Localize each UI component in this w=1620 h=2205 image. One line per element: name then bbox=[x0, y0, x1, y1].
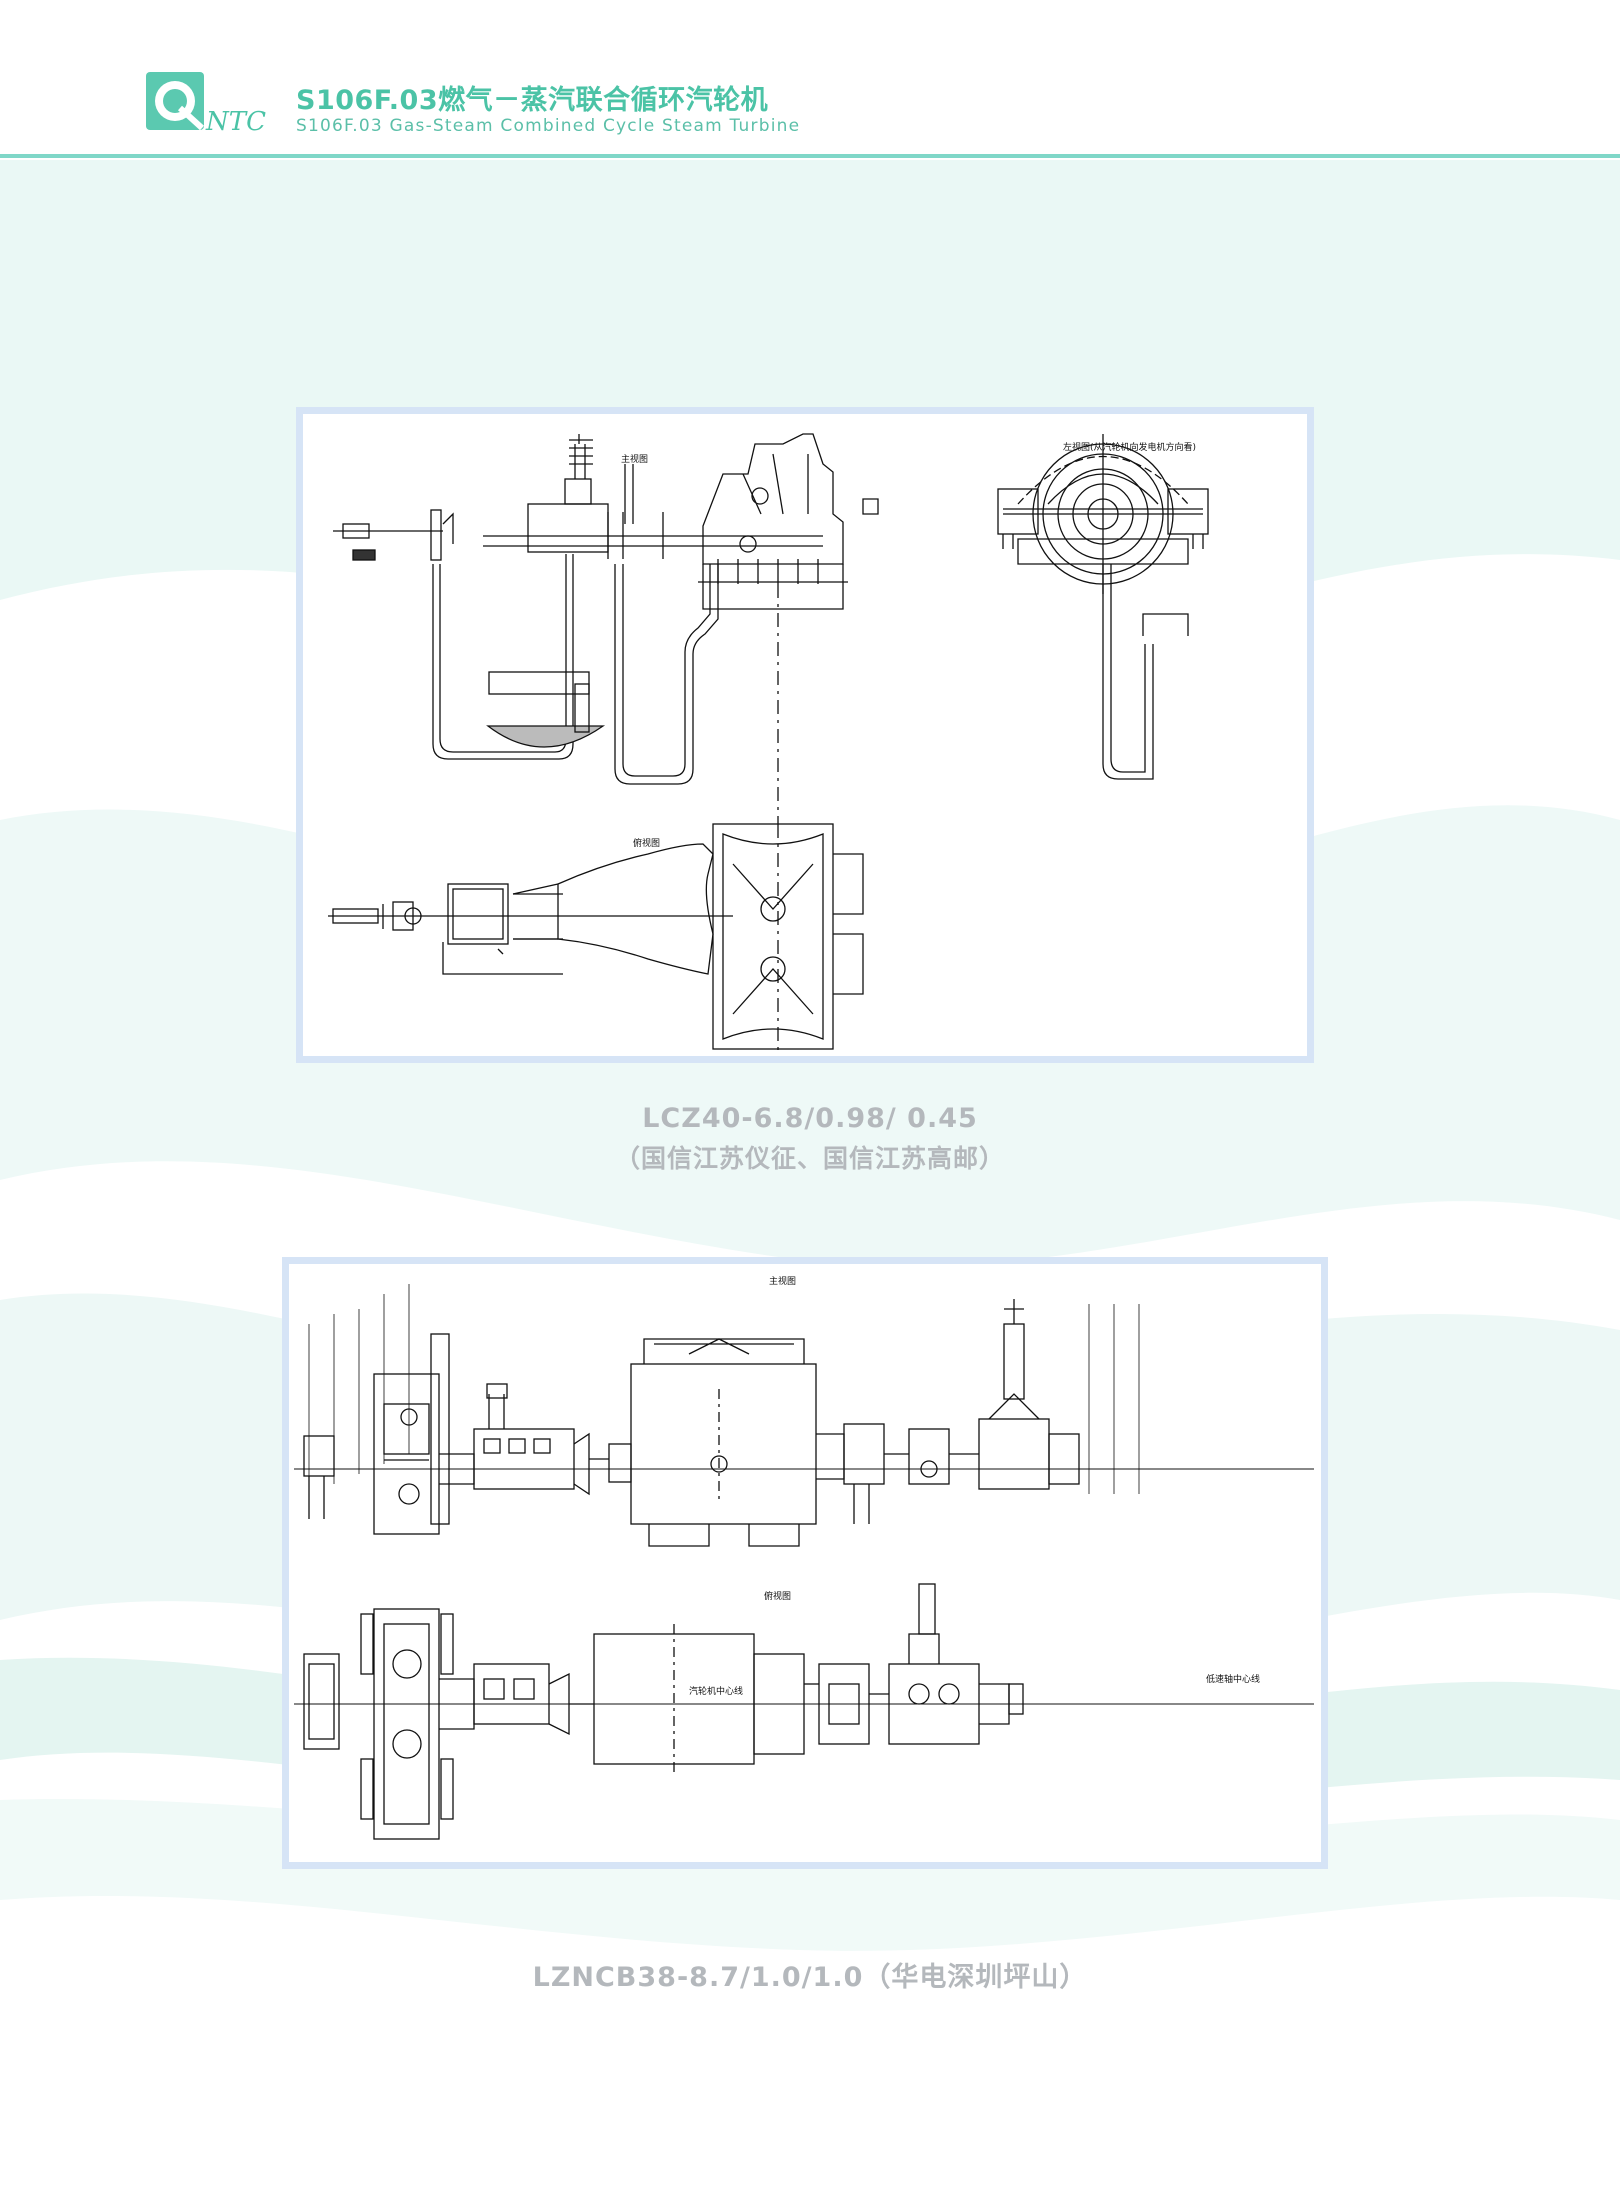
drawing2-label-turbine-centerline: 汽轮机中心线 bbox=[689, 1685, 743, 1697]
header-title-cn: S106F.03燃气－蒸汽联合循环汽轮机 bbox=[296, 85, 769, 116]
turbine-drawing-2: 主视图 俯视图 汽轮机中心线 低速轴中心线 bbox=[294, 1275, 1314, 1840]
drawing2-label-main-view: 主视图 bbox=[769, 1275, 796, 1287]
drawing-frame-1: 主视图 俯视图 左视图(从汽轮机向发电机方向看) bbox=[296, 407, 1314, 1063]
front-view bbox=[333, 433, 879, 824]
ntc-logo: NTC bbox=[146, 72, 266, 137]
drawing-frame-2: 主视图 俯视图 汽轮机中心线 低速轴中心线 bbox=[282, 1257, 1328, 1869]
turbine-drawing-1: 主视图 俯视图 左视图(从汽轮机向发电机方向看) bbox=[328, 433, 1209, 1054]
drawing1-label-main-view: 主视图 bbox=[621, 453, 648, 465]
top-view bbox=[328, 823, 864, 1054]
drawing2-label-top-view: 俯视图 bbox=[764, 1590, 791, 1602]
header-divider bbox=[0, 154, 1620, 158]
page-header: NTC S106F.03燃气－蒸汽联合循环汽轮机 S106F.03 Gas-St… bbox=[0, 0, 1620, 160]
figure2-caption: LZNCB38-8.7/1.0/1.0（华电深圳坪山） bbox=[532, 1962, 1088, 1993]
drawing2-label-shaft-centerline: 低速轴中心线 bbox=[1206, 1673, 1260, 1685]
side-view bbox=[997, 434, 1209, 780]
figure1-caption-sites: （国信江苏仪征、国信江苏高邮） bbox=[614, 1144, 1005, 1173]
figure1-caption-model: LCZ40-6.8/0.98/ 0.45 bbox=[642, 1103, 978, 1134]
header-title-en: S106F.03 Gas-Steam Combined Cycle Steam … bbox=[296, 116, 801, 136]
logo-text: NTC bbox=[205, 107, 266, 137]
top-view-2 bbox=[294, 1583, 1314, 1840]
drawing1-label-top-view: 俯视图 bbox=[633, 837, 660, 849]
front-view-2 bbox=[294, 1284, 1314, 1547]
